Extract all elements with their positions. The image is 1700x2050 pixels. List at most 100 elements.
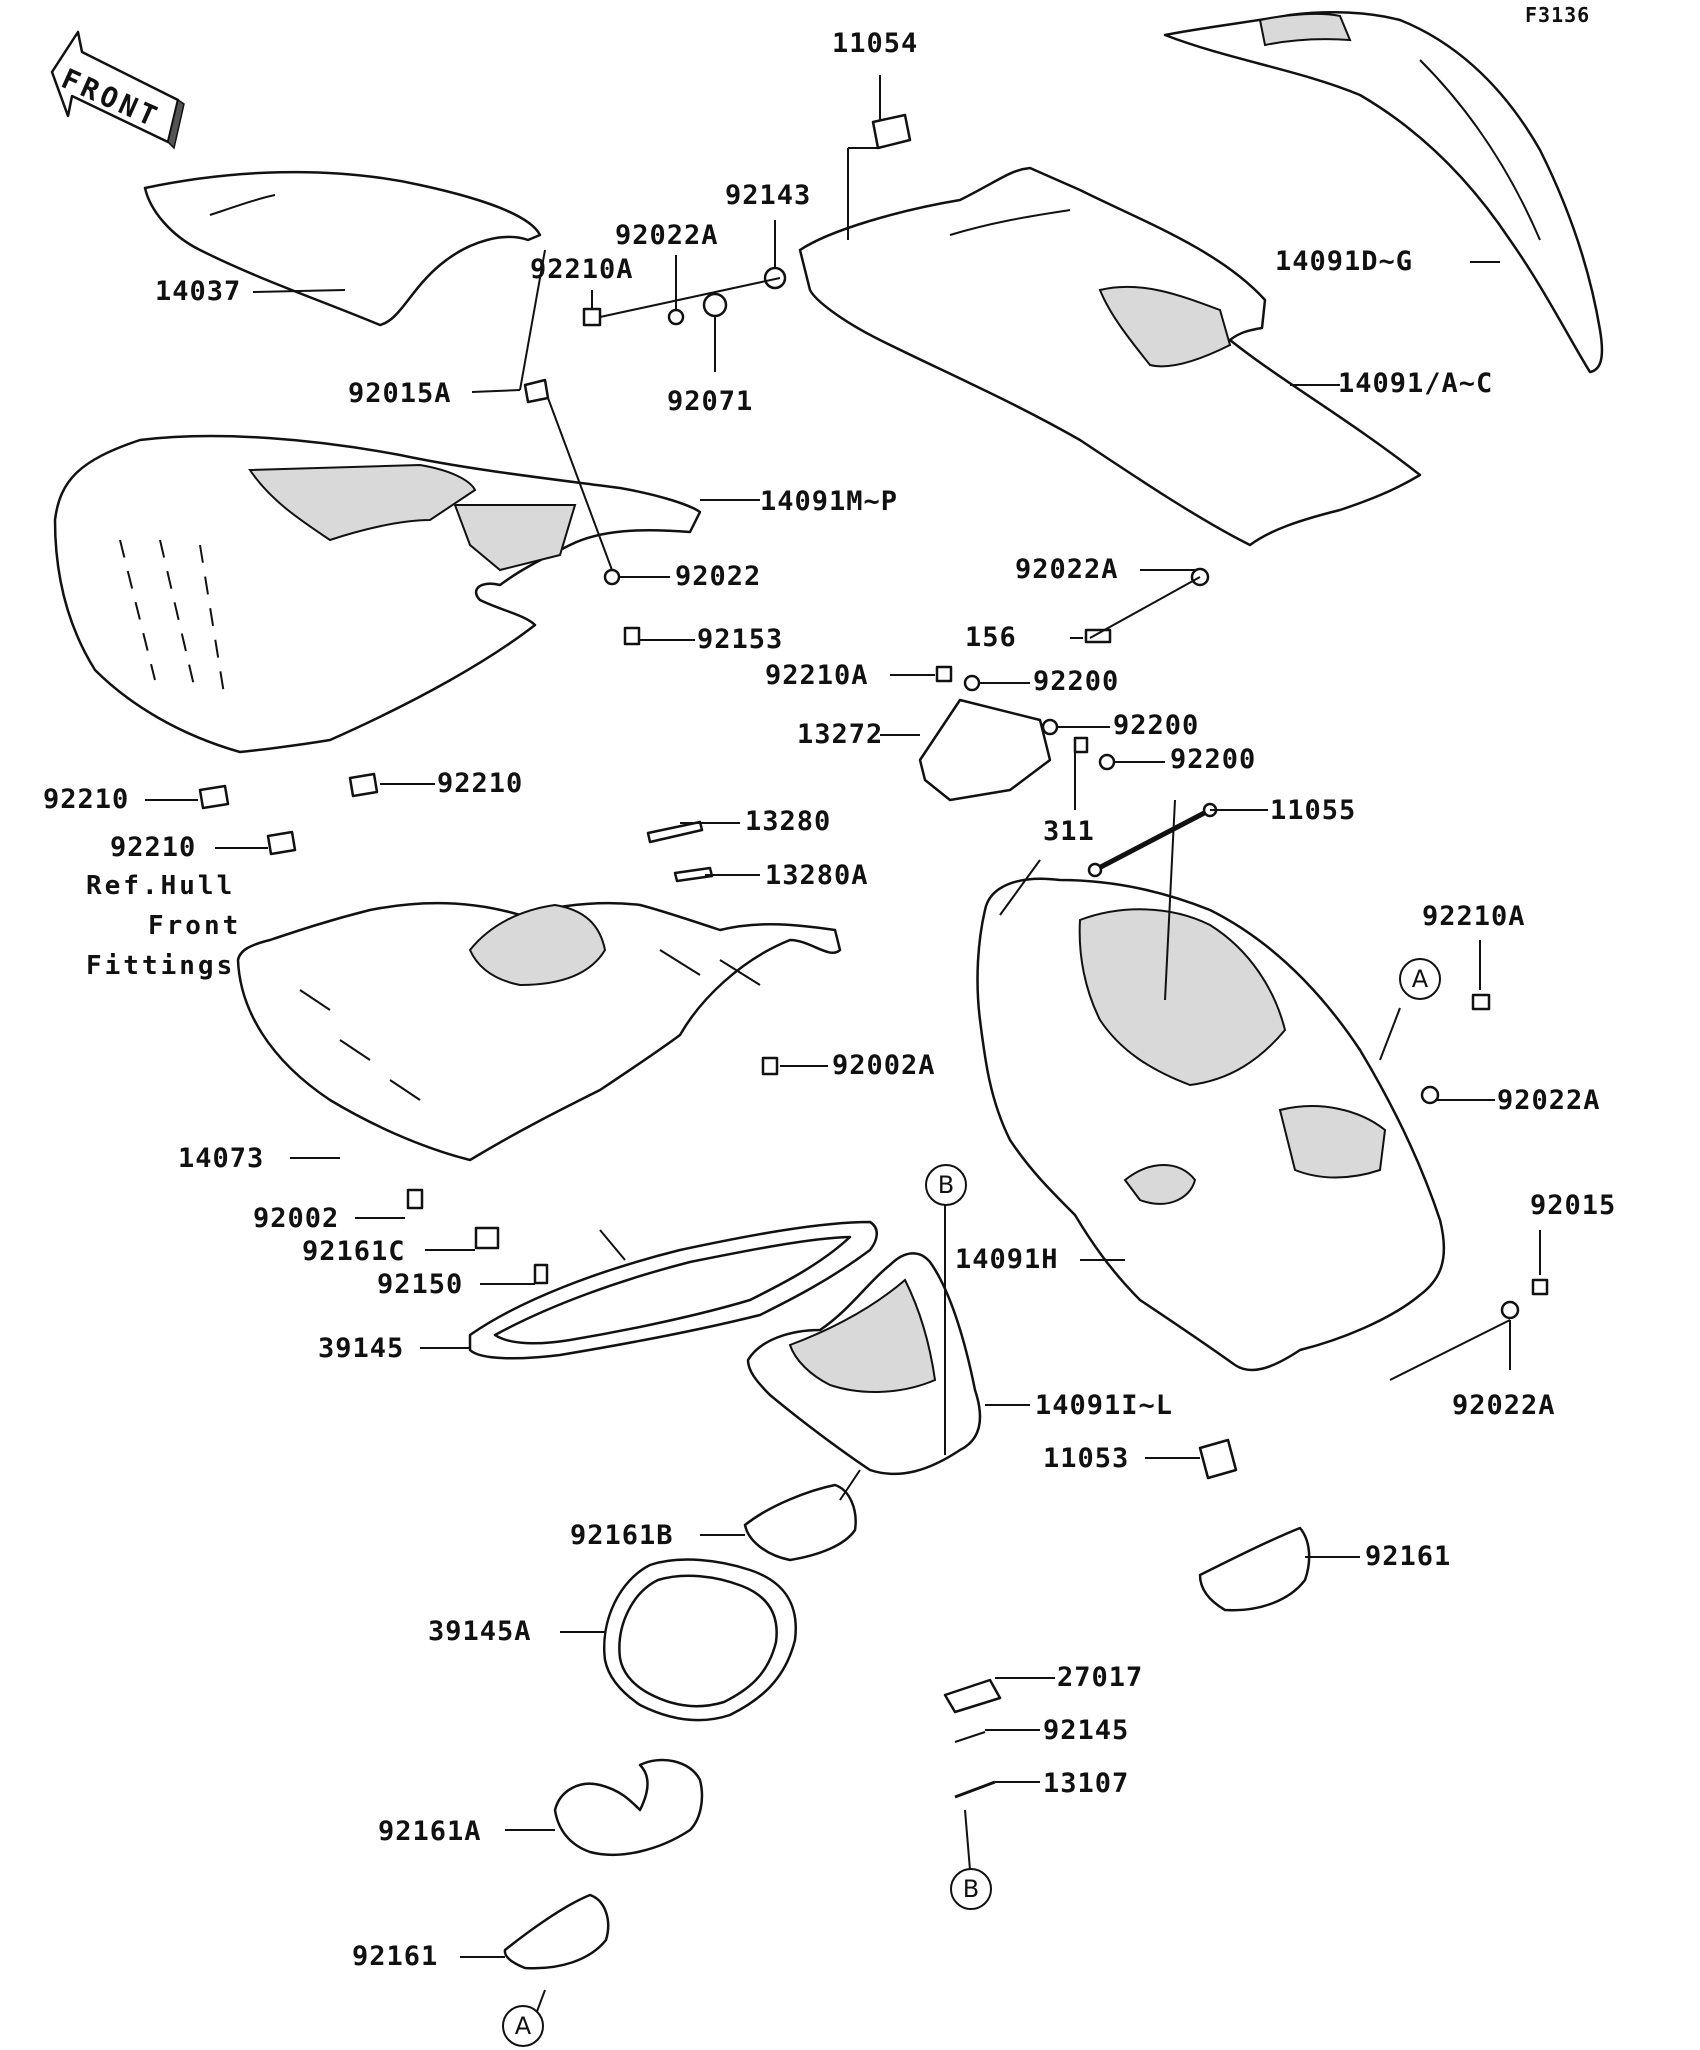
label-11053: 11053	[1043, 1443, 1130, 1474]
part-92071-collar	[702, 292, 728, 318]
part-156-bolt	[1084, 628, 1112, 644]
part-92200-washer-1	[963, 674, 981, 692]
ref-note-line-3: Fittings	[86, 951, 236, 981]
part-92200-washer-3	[1098, 753, 1116, 771]
part-92161B-pad	[743, 1483, 857, 1562]
label-156: 156	[965, 622, 1017, 653]
part-92022A-washer-right	[1420, 1085, 1440, 1105]
label-39145A: 39145A	[428, 1616, 532, 1647]
part-39145A-ring-seal	[602, 1558, 798, 1722]
label-27017: 27017	[1057, 1662, 1144, 1693]
label-13280: 13280	[745, 806, 832, 837]
part-92210-clip-lower	[266, 830, 297, 856]
label-92150: 92150	[377, 1269, 464, 1300]
part-92015A-clip	[523, 378, 550, 404]
part-27017-pad	[943, 1678, 1002, 1714]
part-14091H-hull-insert	[976, 877, 1446, 1372]
part-13280-clip	[646, 820, 704, 844]
part-92210-clip-left	[198, 784, 230, 810]
label-92210A-right: 92210A	[1422, 901, 1526, 932]
figure-code: F3136	[1525, 3, 1591, 27]
part-92210A-nut-mid	[935, 665, 953, 683]
part-92161A-cup	[553, 1758, 704, 1856]
part-14037-cover	[143, 170, 542, 327]
part-92015-nut	[1531, 1278, 1549, 1296]
label-14091DG: 14091D~G	[1275, 246, 1414, 277]
part-92145-spring	[954, 1731, 986, 1743]
label-14091MP: 14091M~P	[760, 486, 899, 517]
label-92161-lower: 92161	[352, 1941, 439, 1972]
label-13280A: 13280A	[765, 860, 869, 891]
part-11054-clip	[871, 113, 912, 150]
part-92022A-washer-lower	[1500, 1300, 1520, 1320]
part-92210A-nut-right	[1471, 993, 1491, 1011]
label-92210-mid: 92210	[437, 768, 524, 799]
label-92161-right: 92161	[1365, 1541, 1452, 1572]
part-39145-seal	[468, 1220, 878, 1360]
label-14091AC: 14091/A~C	[1338, 368, 1494, 399]
label-92210-left: 92210	[43, 784, 130, 815]
part-11053-clip	[1198, 1438, 1238, 1480]
part-92022-washer	[603, 568, 621, 586]
label-39145: 39145	[318, 1333, 405, 1364]
part-11055-rod	[1087, 802, 1218, 878]
leader-lines	[145, 75, 1541, 2031]
label-92015A: 92015A	[348, 378, 452, 409]
label-92071: 92071	[667, 386, 754, 417]
label-92022A-lower: 92022A	[1452, 1390, 1556, 1421]
label-13272: 13272	[797, 719, 884, 750]
hardware-group	[198, 266, 1549, 1320]
part-92022A-washer-top	[667, 308, 685, 326]
part-14091AC-upper-panel	[798, 166, 1422, 547]
label-92022A-mid: 92022A	[1015, 554, 1119, 585]
part-13107-pin	[954, 1780, 996, 1799]
label-92161C: 92161C	[302, 1236, 406, 1267]
label-13107: 13107	[1043, 1768, 1130, 1799]
front-arrow-icon	[50, 30, 185, 150]
label-14037: 14037	[155, 276, 242, 307]
label-92200-1: 92200	[1033, 666, 1120, 697]
part-92143-grommet	[763, 266, 787, 290]
callout-a-bottom: A	[502, 2005, 544, 2047]
label-92200-3: 92200	[1170, 744, 1257, 775]
ref-note-line-1: Ref.Hull	[86, 871, 236, 901]
part-92161-right-pad	[1198, 1526, 1311, 1612]
label-92200-2: 92200	[1113, 710, 1200, 741]
part-14091DG-side-panel	[1163, 11, 1604, 374]
label-92015: 92015	[1530, 1190, 1617, 1221]
label-92002: 92002	[253, 1203, 340, 1234]
label-14073: 14073	[178, 1143, 265, 1174]
callout-b-top: B	[925, 1164, 967, 1206]
label-92210A-top: 92210A	[530, 254, 634, 285]
part-92210A-nut-top	[582, 307, 602, 327]
label-92022A-right: 92022A	[1497, 1085, 1601, 1116]
part-92153-bolt	[623, 626, 641, 646]
ref-note-line-2: Front	[148, 911, 242, 941]
part-92161C-pad	[474, 1226, 500, 1250]
part-13272-bracket	[918, 698, 1052, 802]
callout-a-top: A	[1399, 958, 1441, 1000]
label-92161A: 92161A	[378, 1816, 482, 1847]
part-14073-lower-piece	[236, 901, 842, 1162]
part-311-bolt	[1073, 736, 1089, 754]
label-11054: 11054	[832, 28, 919, 59]
label-92153: 92153	[697, 624, 784, 655]
label-92210-lower: 92210	[110, 832, 197, 863]
part-92161-lower-pad	[503, 1893, 610, 1970]
label-92022A-top: 92022A	[615, 220, 719, 251]
callout-b-bottom: B	[950, 1868, 992, 1910]
label-14091H: 14091H	[955, 1244, 1059, 1275]
label-11055: 11055	[1270, 795, 1357, 826]
label-14091IL: 14091I~L	[1035, 1390, 1174, 1421]
label-311: 311	[1043, 816, 1095, 847]
part-92200-washer-2	[1041, 718, 1059, 736]
part-92002-bolt	[406, 1188, 424, 1210]
label-92145: 92145	[1043, 1715, 1130, 1746]
label-92022: 92022	[675, 561, 762, 592]
part-92210-clip-mid	[348, 772, 379, 798]
label-92161B: 92161B	[570, 1520, 674, 1551]
part-92002A-bolt	[761, 1056, 779, 1076]
part-92150-bolt	[533, 1263, 549, 1285]
